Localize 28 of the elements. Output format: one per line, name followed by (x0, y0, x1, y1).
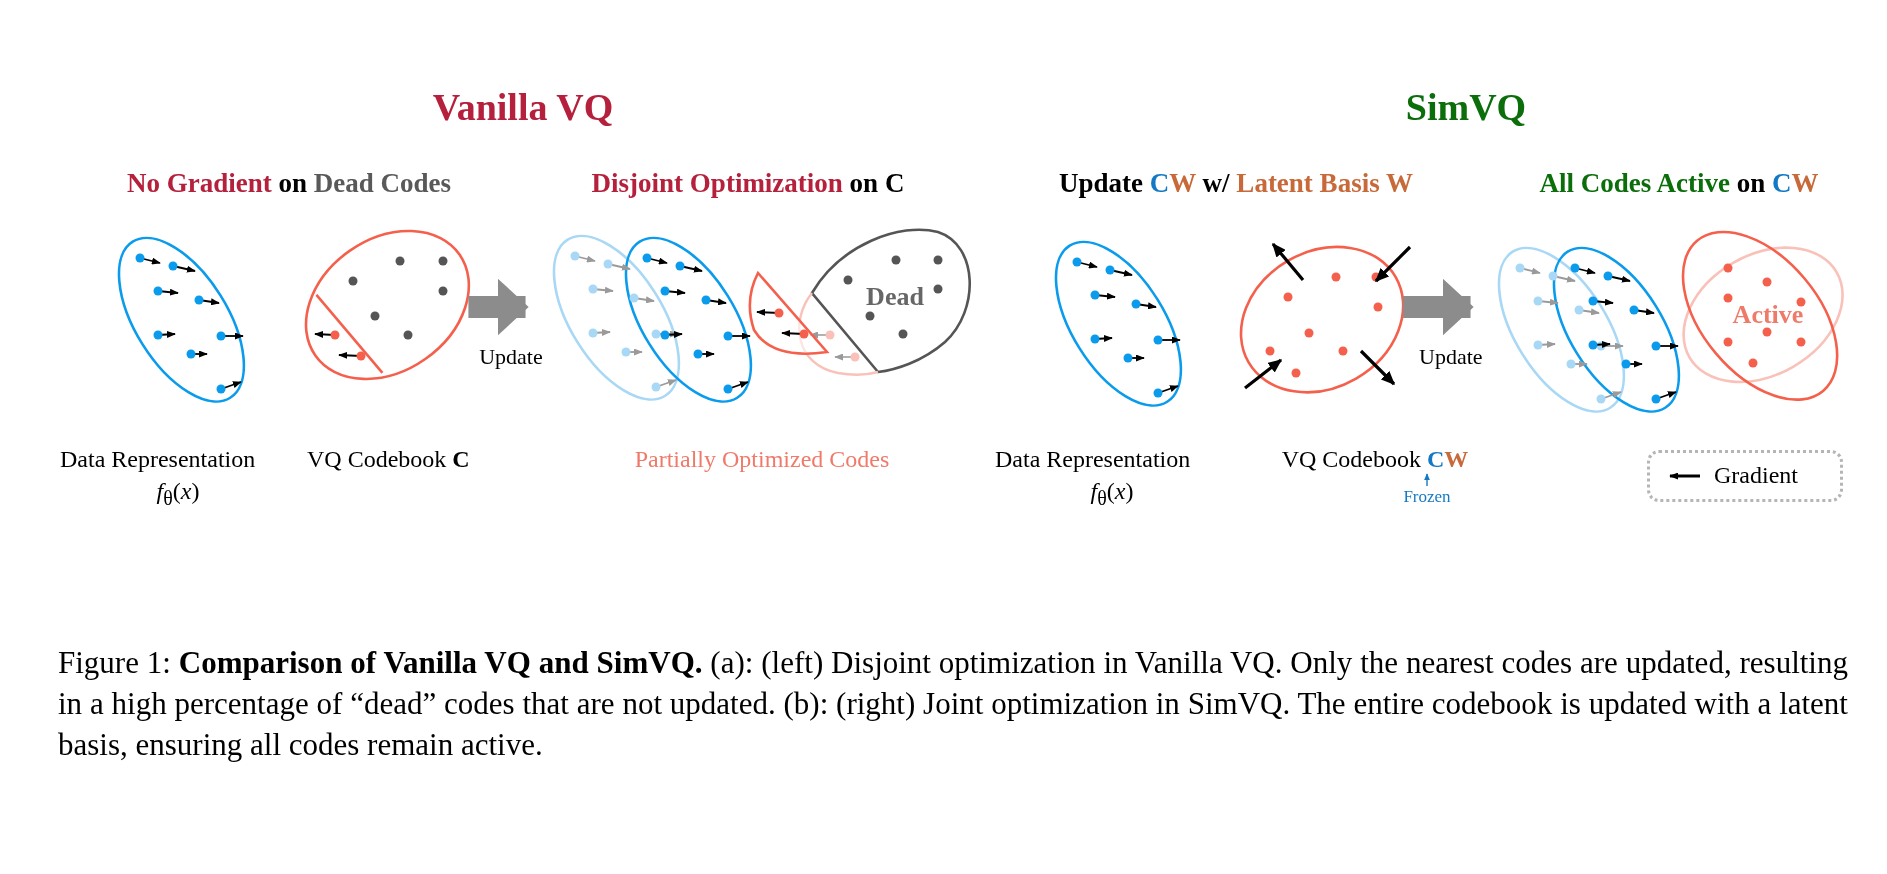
update-arrow (468, 278, 529, 336)
cluster-ellipse (1055, 242, 1181, 406)
axis-caption: Data Representation (60, 446, 256, 474)
cluster-ellipse (1498, 248, 1679, 412)
panel-heading: Update CW w/ Latent Basis W (1059, 168, 1413, 200)
math-label: f$_{θ}$(x) (1090, 478, 1134, 510)
cluster-ellipse (305, 231, 469, 379)
panel-heading: Disjoint Optimization on C (591, 168, 905, 200)
cluster-ellipse (1240, 247, 1404, 393)
region-caption: Partially Optimized Codes (634, 446, 890, 474)
math-label: f$_{θ}$(x) (156, 478, 200, 510)
annotation-text: Frozen (1403, 487, 1451, 507)
region-outline (1682, 232, 1843, 400)
cluster-ellipse (118, 238, 244, 402)
update-arrow (1403, 278, 1474, 336)
annotation-text: VQ Codebook CW (1281, 446, 1469, 474)
leader-arrow (1424, 473, 1430, 487)
axis-caption: VQ Codebook C (307, 446, 470, 474)
section-title: SimVQ (1405, 86, 1527, 130)
legend-label: Gradient (1714, 462, 1798, 489)
region-label: Dead (866, 282, 924, 312)
cluster-ellipse (553, 236, 751, 402)
region-label: Active (1732, 300, 1804, 330)
section-title: Vanilla VQ (432, 86, 614, 130)
panel-heading: All Codes Active on CW (1539, 168, 1819, 200)
figure-caption: Figure 1: Comparison of Vanilla VQ and SimVQ. (a): (left) Disjoint optimization in Vanilla VQ. Only the nearest codes are updated, resulting in a high percentage of “dead” codes that are not updated. (b): (right) Joint optimization in SimVQ. The entire codebook is updated with a latent basis, ensuring all codes remain active. (58, 644, 1848, 764)
axis-caption: Data Representation (995, 446, 1191, 474)
panel-heading: No Gradient on Dead Codes (127, 168, 451, 200)
